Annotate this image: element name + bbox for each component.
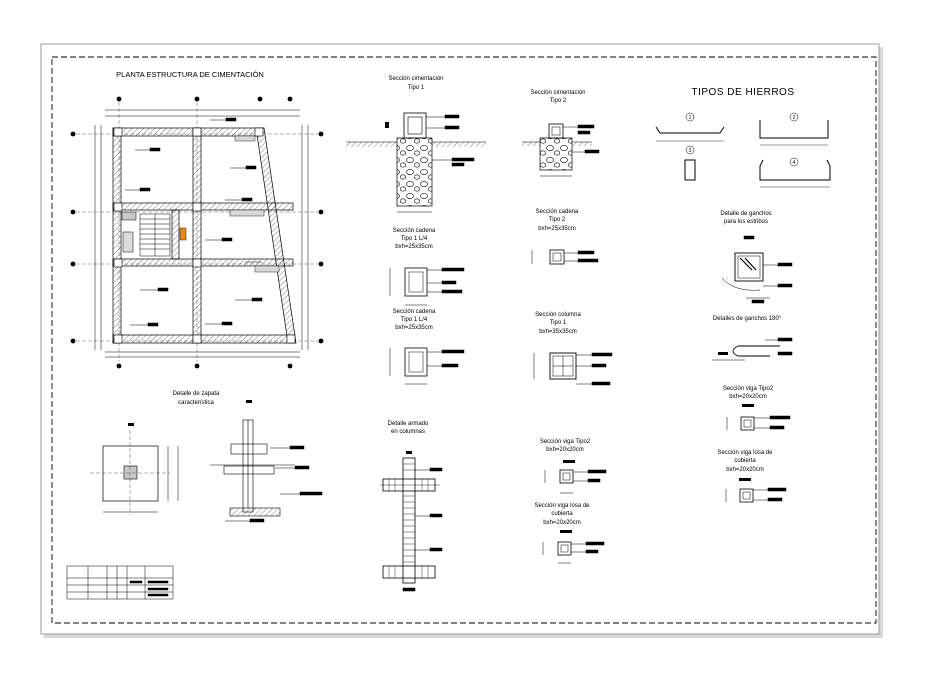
drawing-border — [51, 56, 877, 624]
section-subtitle: cubierta — [551, 511, 573, 517]
stair — [139, 213, 171, 257]
section-title: Sección viga losa de — [717, 450, 773, 456]
section-title: Sección cadena — [536, 209, 579, 215]
section-dimensions: bxh=20x20cm — [546, 447, 584, 453]
section-dimensions: bxh=20x20cm — [543, 520, 581, 526]
footing-detail-subtitle: característica — [178, 400, 214, 406]
section-title: Sección cimentación — [388, 76, 443, 82]
section-dimensions: bxh=20x20cm — [726, 467, 764, 473]
section-subtitle: Tipo 2 — [550, 98, 567, 104]
legend-table — [66, 565, 174, 600]
section-subtitle: Tipo 2 — [549, 217, 566, 223]
chain-beam-section-type1: Sección cadena Tipo 1 L/4 bxh=25x35cm — [389, 228, 465, 306]
section-subtitle: cubierta — [734, 458, 756, 464]
detail-subtitle: en columnas — [391, 429, 425, 435]
section-title: Sección viga Tipo2 — [723, 386, 774, 392]
section-title: Sección viga losa de — [534, 503, 590, 509]
plan-title: PLANTA ESTRUCTURA DE CIMENTACIÓN — [116, 70, 264, 79]
iron-types-title: TIPOS DE HIERROS — [691, 87, 794, 98]
section-dimensions: bxh=35x35cm — [539, 329, 577, 335]
chain-beam-section-type2: Sección cadena Tipo 2 bxh=25x35cm — [531, 209, 599, 265]
foundation-section-type1: Sección cimentación Tipo 1 — [346, 76, 486, 213]
detail-title: Detalle armado — [388, 421, 429, 427]
section-dimensions: bxh=25x35cm — [395, 325, 433, 331]
column-reinforcement-detail: Detalle armado en columnas — [380, 421, 443, 592]
section-subtitle: Tipo 1 L/4 — [401, 317, 428, 323]
section-title: Sección cimentación — [530, 90, 585, 96]
section-dimensions: bxh=25x35cm — [538, 226, 576, 232]
section-title: Sección viga Tipo2 — [540, 439, 591, 445]
foundation-section-type2: Sección cimentación Tipo 2 — [522, 90, 600, 177]
detail-subtitle: para los estribos — [724, 219, 768, 225]
section-subtitle: Tipo 1 — [408, 85, 425, 91]
beam-section-type2-right: Sección viga Tipo2 bxh=20x20cm — [723, 386, 791, 431]
column-section: Sección columna Tipo 1 bxh=35x35cm — [533, 312, 613, 386]
iron-type-2-label: 2 — [793, 115, 796, 121]
footing-detail-title: Detalle de zapata — [173, 391, 220, 397]
roof-slab-beam-section-middle: Sección viga losa de cubierta bxh=20x20c… — [534, 503, 605, 564]
section-dimensions: bxh=20x20cm — [729, 394, 767, 400]
beam-section-type2-middle: Sección viga Tipo2 bxh=20x20cm — [540, 439, 607, 494]
section-dimensions: bxh=25x35cm — [395, 244, 433, 250]
section-title: Sección columna — [535, 312, 581, 318]
detail-title: Detalle de ganchos — [720, 211, 771, 217]
iron-type-4-label: 4 — [793, 160, 796, 166]
foundation-plan: PLANTA ESTRUCTURA DE CIMENTACIÓN — [70, 70, 324, 369]
section-title: Sección cadena — [393, 309, 436, 315]
footing-detail: Detalle de zapata característica — [90, 391, 323, 523]
iron-type-1-label: 1 — [689, 115, 692, 121]
iron-type-3-label: 3 — [689, 148, 692, 154]
hook-detail: Detalle de ganchos para los estribos — [720, 211, 793, 304]
section-title: Sección cadena — [393, 228, 436, 234]
iron-types: TIPOS DE HIERROS 1 2 3 4 — [655, 87, 831, 188]
hook-180-detail: Detalles de ganchos 180° — [712, 316, 793, 361]
section-subtitle: Tipo 1 L/4 — [401, 236, 428, 242]
detail-title: Detalles de ganchos 180° — [713, 316, 782, 322]
chain-beam-section-type1-b: Sección cadena Tipo 1 L/4 bxh=25x35cm — [389, 309, 465, 385]
section-subtitle: Tipo 1 — [550, 320, 567, 326]
roof-slab-beam-section-right: Sección viga losa de cubierta bxh=20x20c… — [717, 450, 787, 503]
